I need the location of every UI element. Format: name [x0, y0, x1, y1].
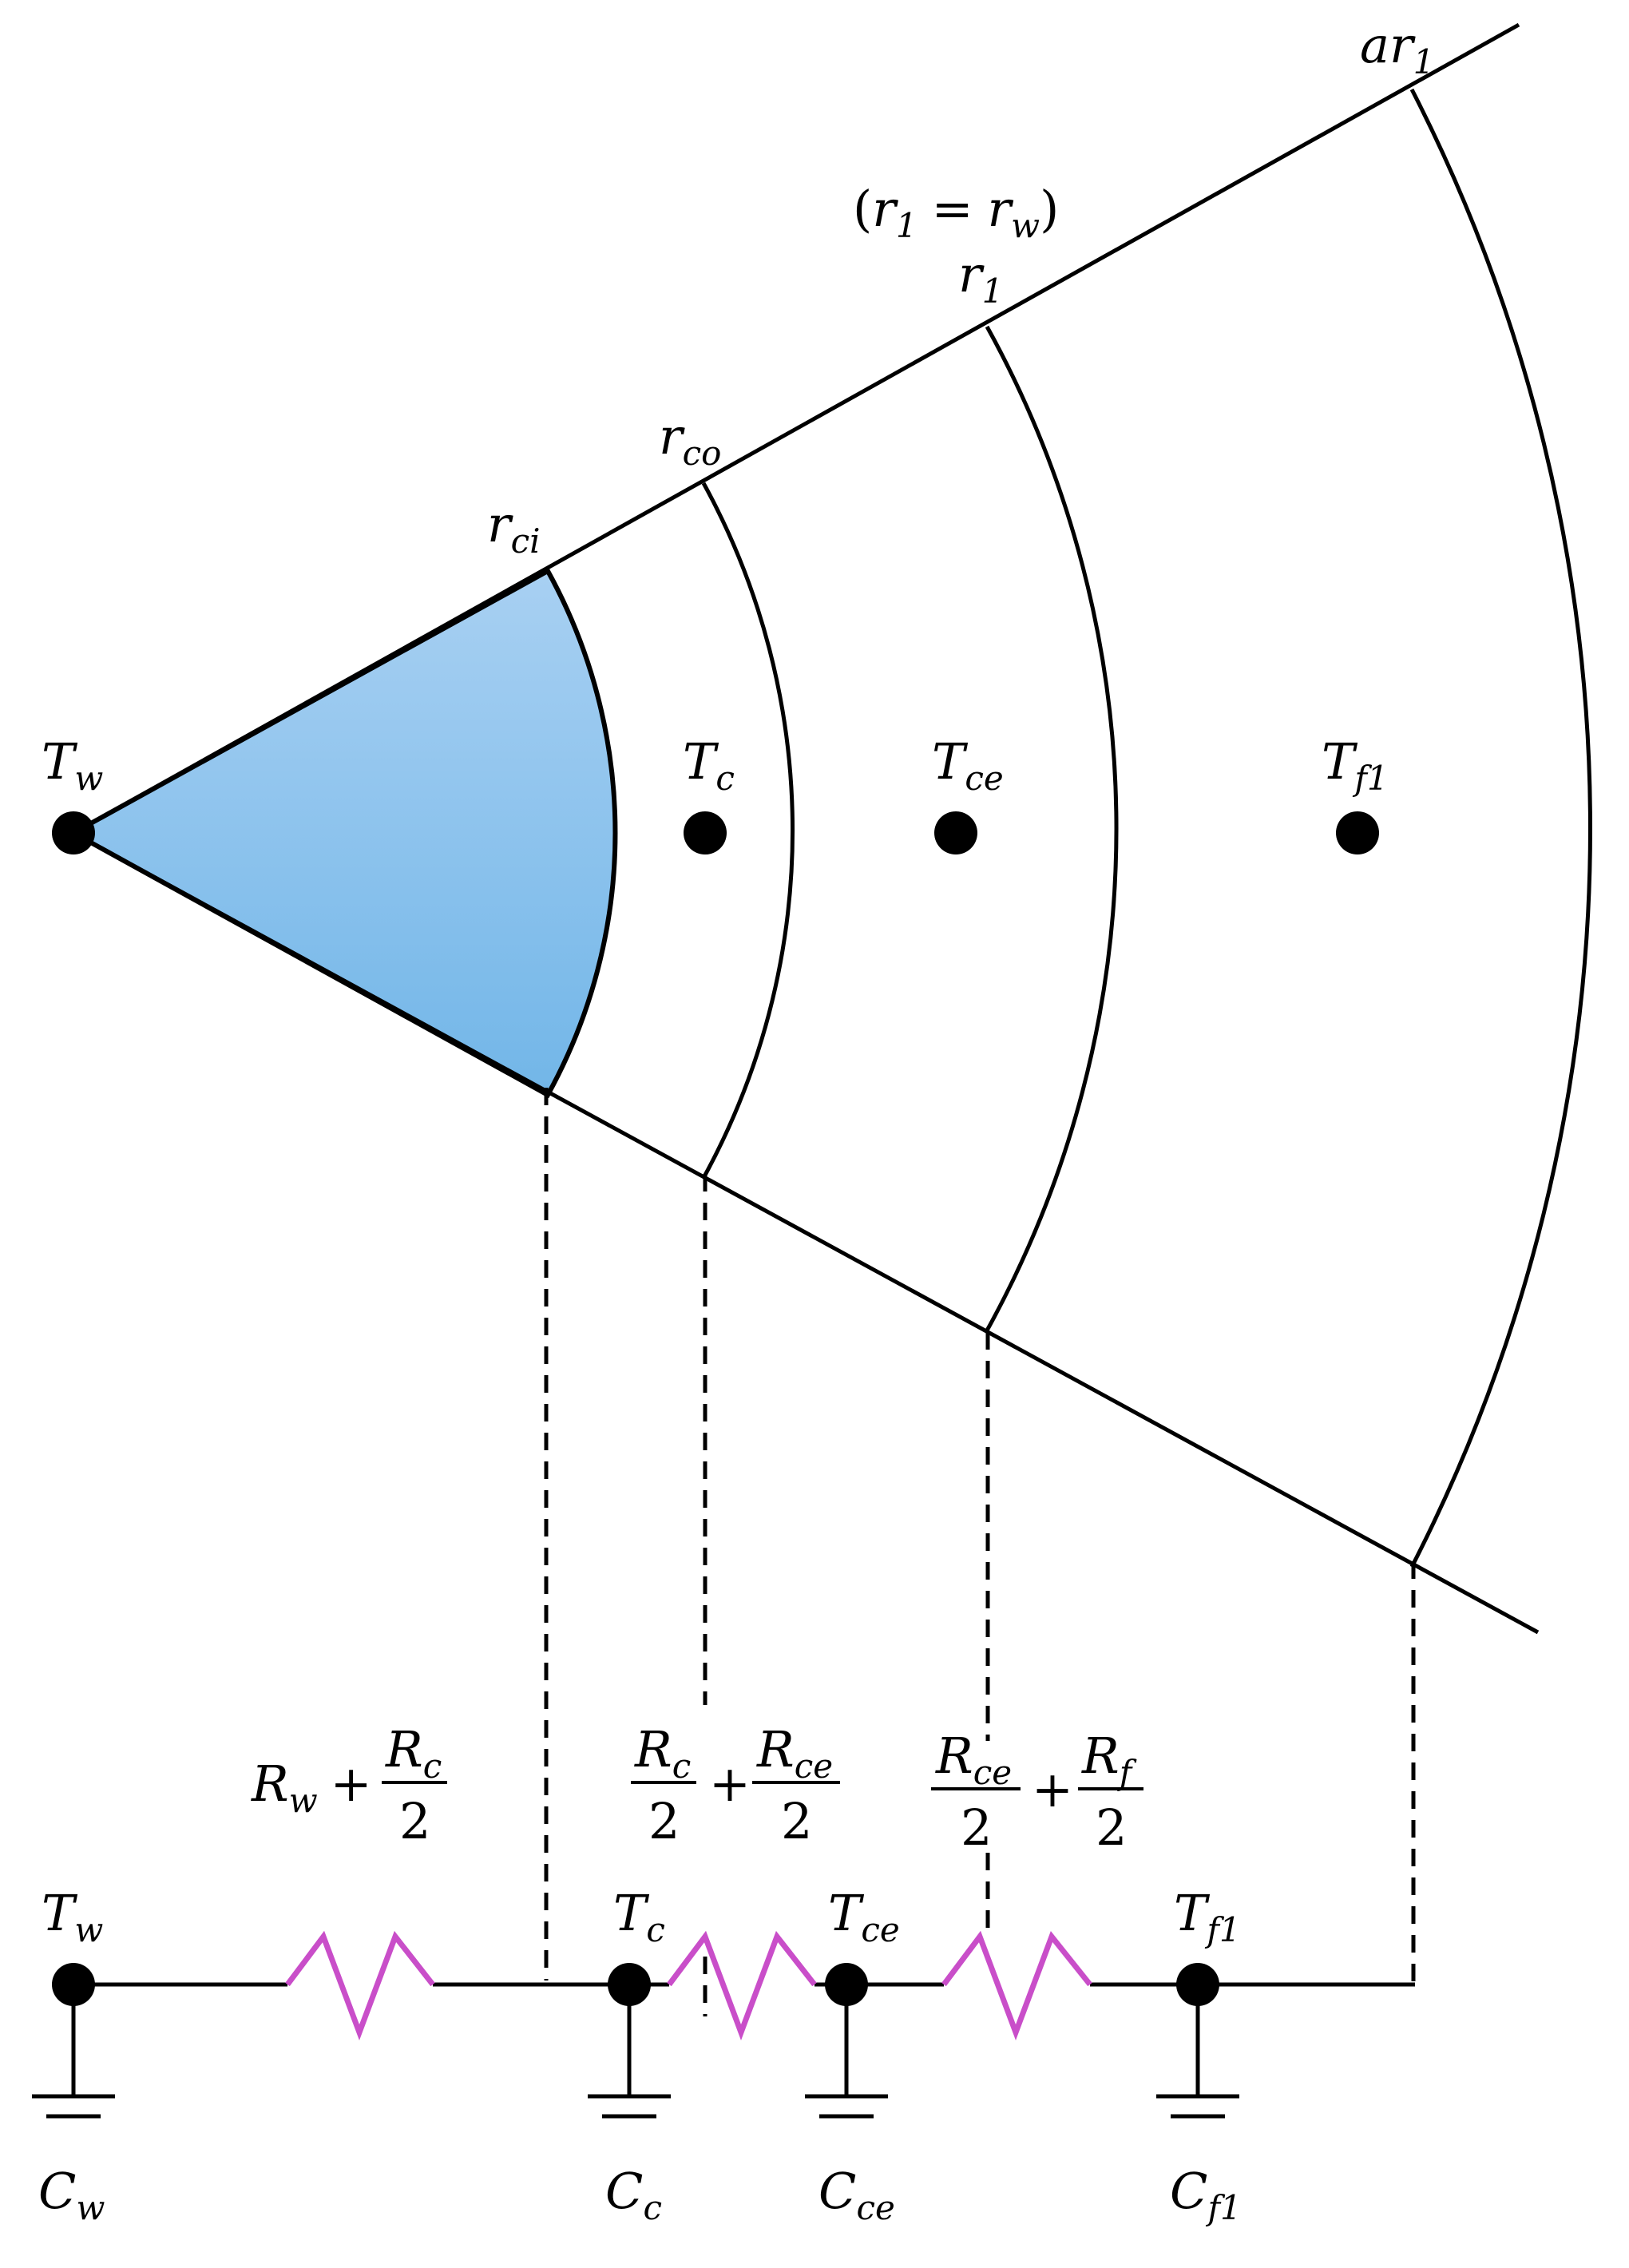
resistor-3 [941, 1930, 1092, 2040]
label-tf1-top: Tf1 [1322, 732, 1389, 798]
node-tce-bottom [825, 1963, 868, 2006]
label-tf1-bottom: Tf1 [1174, 1884, 1241, 1949]
arc-rco [701, 482, 795, 1180]
label-rci: rci [487, 495, 541, 561]
resistor-1 [285, 1930, 435, 2040]
svg-text:Rc: Rc [385, 1720, 442, 1786]
resistor-2 [667, 1930, 817, 2040]
label-cw: Cw [38, 2162, 105, 2227]
svg-text:2: 2 [648, 1792, 680, 1850]
label-tce-top: Tce [932, 732, 1004, 798]
node-tce-top [934, 811, 977, 854]
node-tf1-bottom [1176, 1963, 1219, 2006]
label-cc: Cc [605, 2162, 662, 2227]
svg-text:2: 2 [1096, 1798, 1127, 1857]
node-tw-bottom [52, 1963, 95, 2006]
svg-text:Rc: Rc [634, 1720, 691, 1786]
svg-text:Rw+: Rw+ [251, 1755, 372, 1820]
label-cf1: Cf1 [1170, 2162, 1242, 2227]
resistance-label-2: Rc 2 + Rce 2 [631, 1720, 840, 1850]
label-tce-bottom: Tce [828, 1884, 900, 1949]
upper-boundary-ray [72, 22, 1520, 835]
lower-boundary-ray [72, 831, 1540, 1635]
label-tc-bottom: Tc [613, 1884, 665, 1949]
label-cce: Cce [818, 2162, 895, 2227]
label-ar1: ar1 [1360, 16, 1434, 81]
resistance-label-3: Rce 2 + Rf 2 [931, 1727, 1143, 1857]
svg-text:+: + [1032, 1760, 1073, 1818]
label-r1: r1 [958, 245, 1003, 311]
label-tc-top: Tc [683, 732, 735, 798]
svg-text:2: 2 [961, 1798, 992, 1857]
node-tc-top [684, 811, 727, 854]
arc-ar1 [1409, 88, 1592, 1568]
svg-text:+: + [709, 1755, 751, 1813]
node-tf1-top [1336, 811, 1379, 854]
resistance-label-1: Rw+ Rc 2 [251, 1720, 447, 1850]
node-tc-bottom [608, 1963, 651, 2006]
svg-text:2: 2 [399, 1792, 430, 1850]
label-tw-top: Tw [42, 732, 103, 798]
svg-text:Rce: Rce [756, 1720, 833, 1786]
svg-text:2: 2 [781, 1792, 812, 1850]
label-rco: rco [659, 407, 721, 473]
label-r1-equals-rw: (r1=rw) [853, 180, 1059, 245]
label-tw-bottom: Tw [42, 1884, 103, 1949]
svg-text:Rf: Rf [1081, 1727, 1137, 1792]
node-tw-top [52, 811, 95, 854]
arc-r1 [985, 325, 1119, 1332]
core-wedge [68, 567, 618, 1099]
svg-text:Rce: Rce [935, 1727, 1012, 1792]
